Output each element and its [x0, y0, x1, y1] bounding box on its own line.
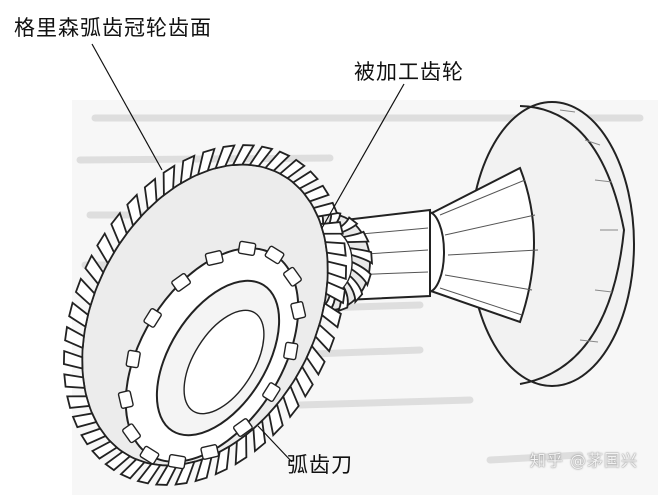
cutter-blade — [168, 454, 186, 468]
crown-gear-tooth — [64, 374, 84, 388]
crown-gear-tooth — [67, 396, 89, 408]
crown-gear-tooth — [325, 242, 345, 256]
label-arc-cutter: 弧齿刀 — [287, 449, 353, 479]
label-crown-gear-face: 格里森弧齿冠轮齿面 — [14, 12, 212, 42]
cutter-blade — [238, 241, 256, 255]
cutter-blade — [205, 250, 223, 265]
watermark-text: 知乎 @茅国兴 — [530, 447, 638, 471]
cutter-blade — [291, 301, 306, 319]
cutter-blade — [201, 444, 219, 459]
cutter-blade — [126, 350, 140, 368]
cutter-blade — [118, 390, 133, 408]
label-work-gear: 被加工齿轮 — [354, 56, 464, 86]
cutter-blade — [284, 342, 298, 360]
